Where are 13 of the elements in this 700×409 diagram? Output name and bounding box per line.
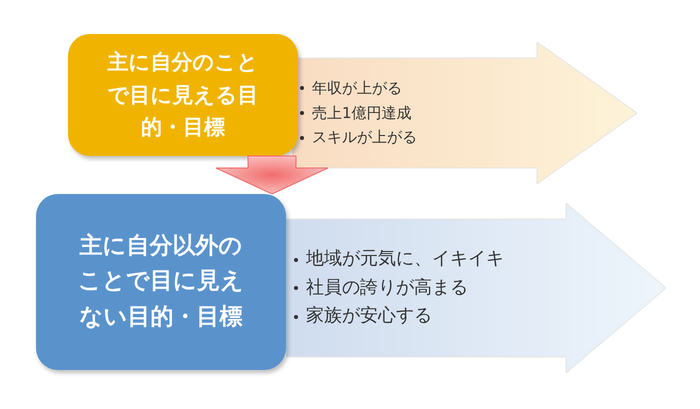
arrow-shaped-panel bbox=[292, 42, 637, 184]
bullet-item: 社員の誇りが高まる bbox=[306, 276, 468, 300]
bullet-item: 地域が元気に、イキイキ bbox=[306, 248, 504, 271]
bullet-item: 売上1億円達成 bbox=[312, 104, 412, 122]
rounded-box bbox=[36, 194, 286, 370]
bullet-item: スキルが上がる bbox=[312, 128, 417, 148]
down-arrow bbox=[216, 156, 328, 195]
box-title: 主に自分のことで目に見える目的・目標 bbox=[106, 49, 260, 142]
bullet-item: 家族が安心する bbox=[306, 305, 432, 328]
box-title: 主に自分以外のことで目に見えない目的・目標 bbox=[77, 232, 245, 332]
bullet-item: 年収が上がる bbox=[312, 78, 402, 98]
rounded-box bbox=[68, 34, 298, 156]
arrow-shaped-panel bbox=[286, 203, 666, 373]
